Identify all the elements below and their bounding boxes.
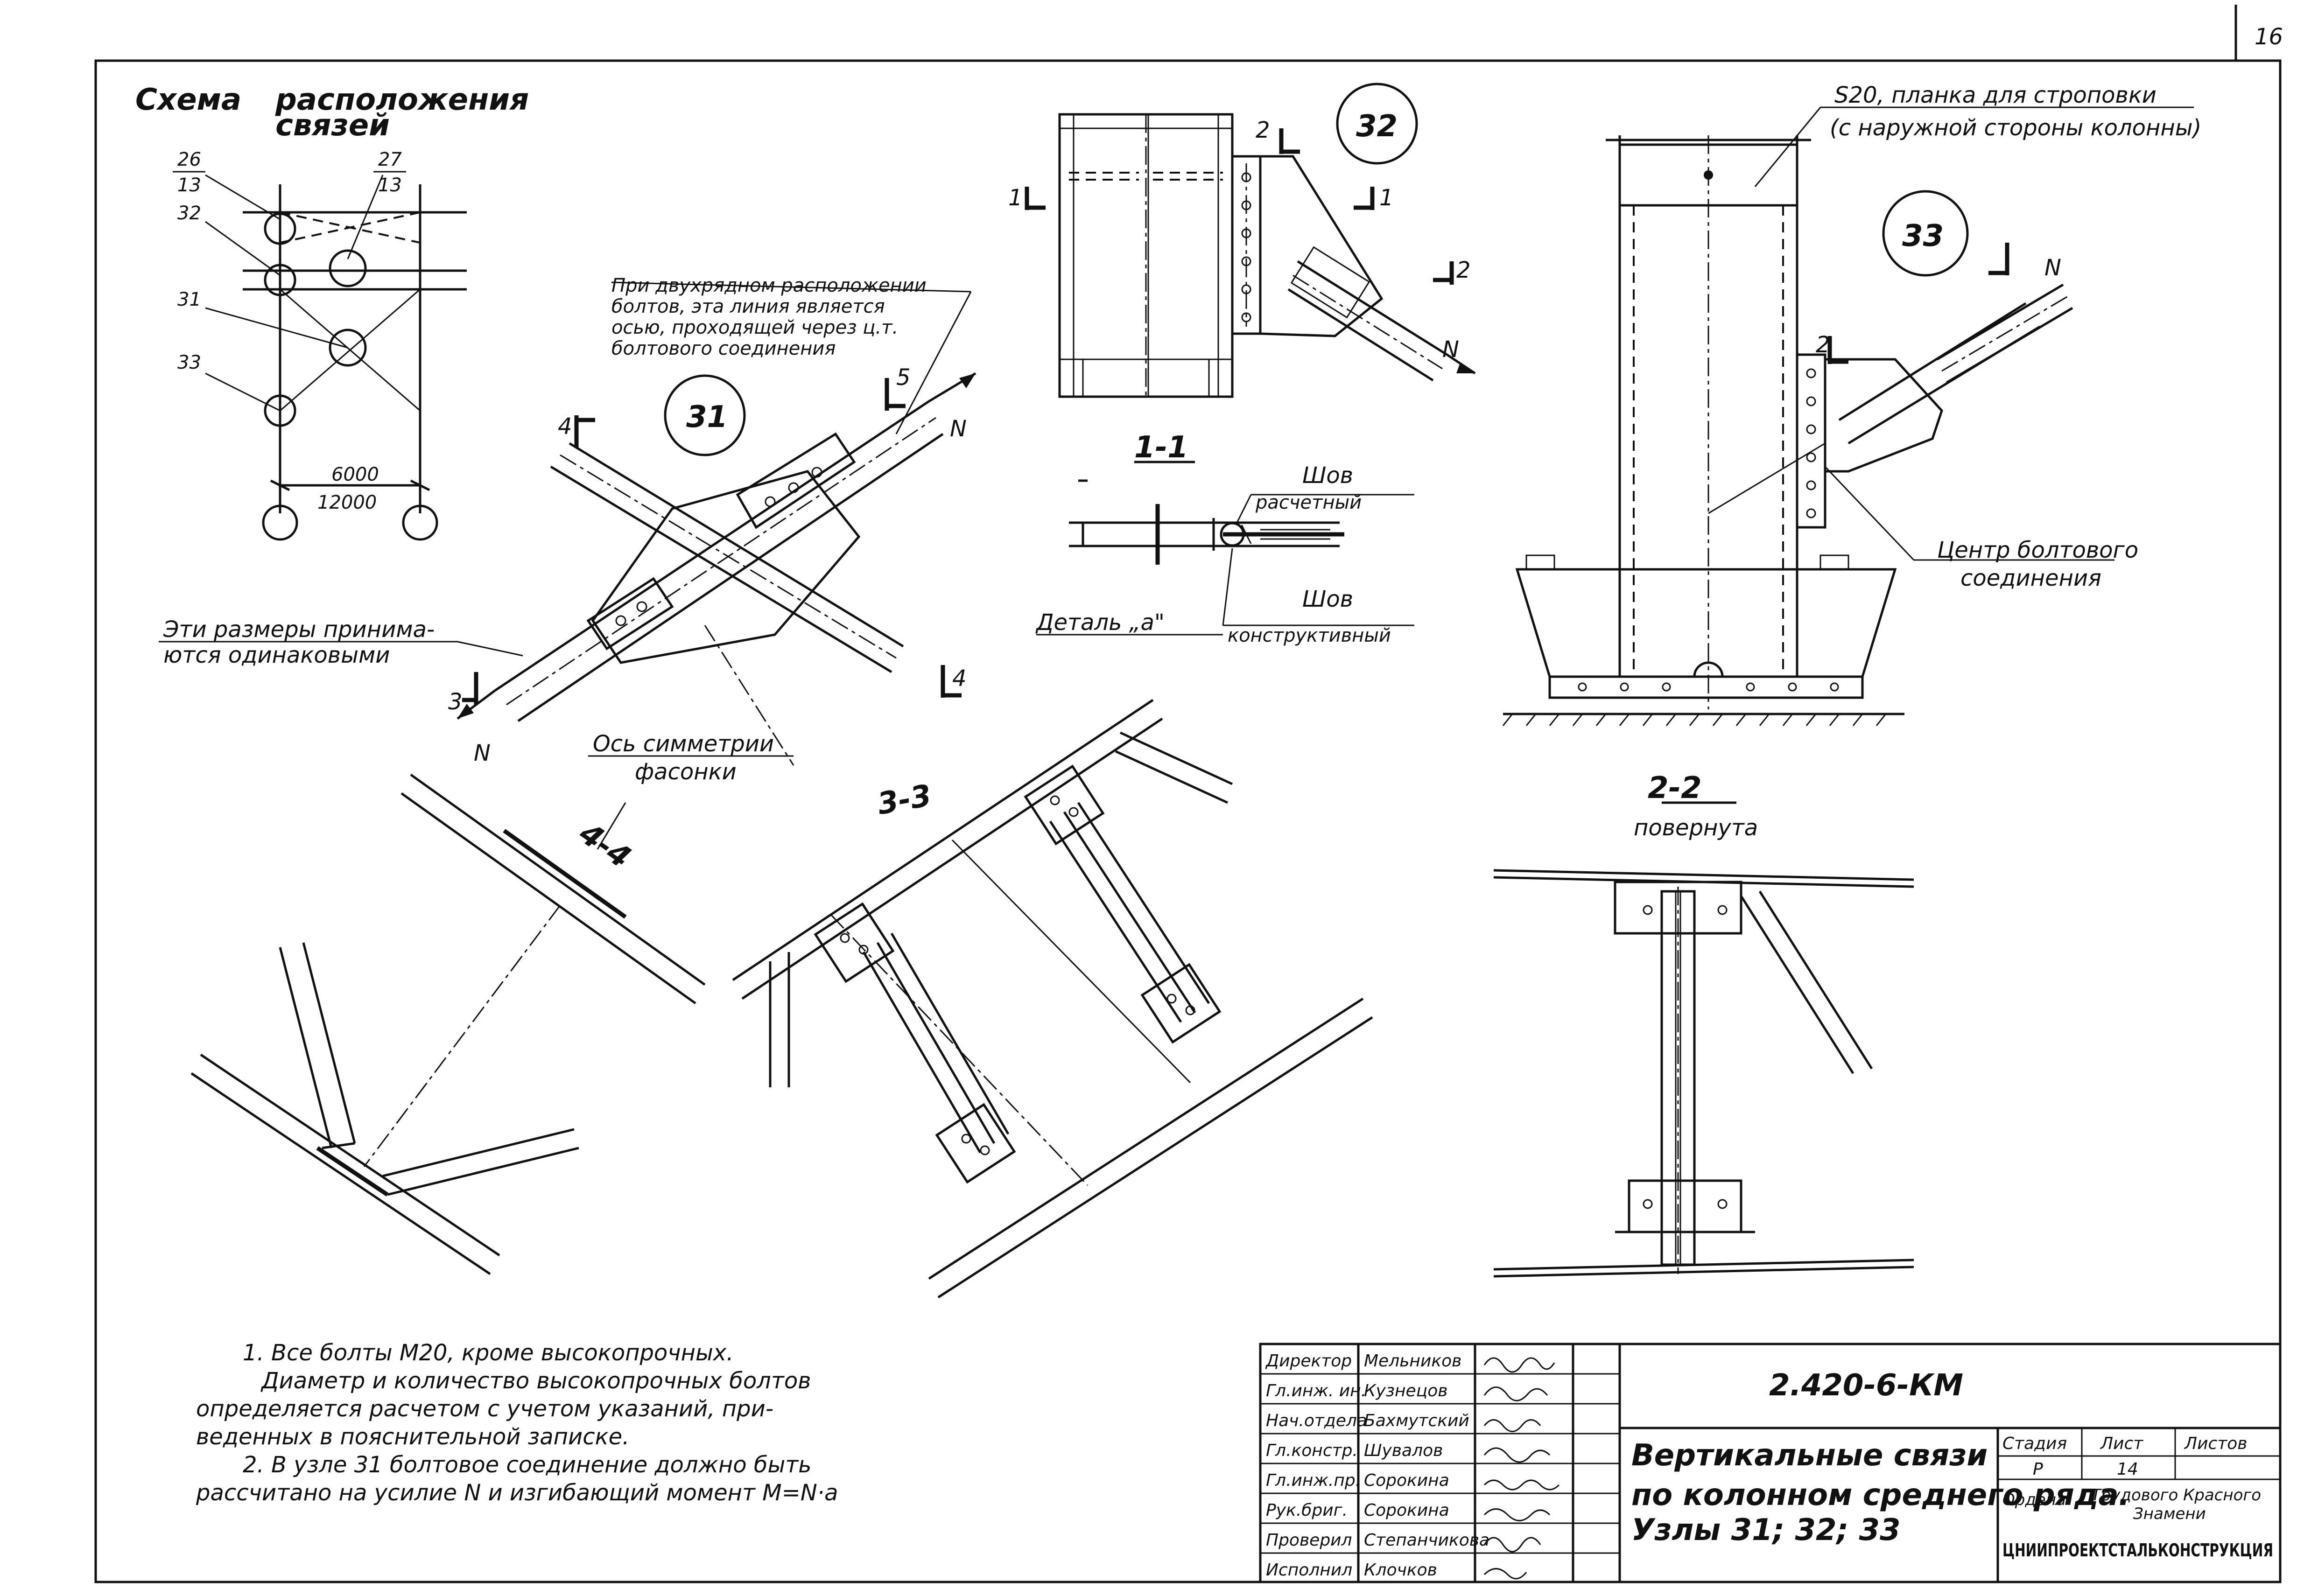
tb-role-8: Исполнил: [1266, 1561, 1352, 1580]
node33-plate-note-line2: (с наружной стороны колонны): [1830, 115, 2201, 141]
marker-31: 31: [177, 289, 201, 310]
section-3-3-drawing: [732, 699, 1373, 1299]
marker-26-den: 13: [177, 175, 201, 196]
sheets-header: Листов: [2184, 1434, 2247, 1453]
marker-26-num: 26: [177, 149, 201, 170]
node31-note-line4: болтового соединения: [611, 338, 836, 359]
node31-force-label-top: N: [950, 416, 967, 442]
org-line1: Ордена: [2002, 1491, 2066, 1509]
section-2-2-title: 2-2: [1648, 771, 1702, 805]
scheme-dim-12000: 12000: [317, 492, 377, 513]
weld-struct-label-line2: конструктивный: [1228, 625, 1391, 646]
weld-struct-label-line1: Шов: [1302, 586, 1353, 612]
node32-drawing: [1025, 83, 1476, 636]
node31-note-line2: болтов, эта линия является: [611, 296, 885, 317]
marker-27-num: 27: [378, 149, 402, 170]
node31-sizes-note-line2: ются одинаковыми: [163, 642, 390, 668]
doc-code: 2.420-6-КМ: [1769, 1368, 1963, 1403]
marker-33: 33: [177, 352, 201, 373]
tb-name-2: Кузнецов: [1364, 1381, 1447, 1400]
node33-force-label: N: [2044, 255, 2061, 281]
scheme-title-line2: расположения: [275, 83, 529, 117]
title-block: [1259, 1343, 2282, 1583]
note-line-5: 2. В узле 31 болтовое соединение должно …: [243, 1452, 812, 1478]
tb-role-3: Нач.отдела: [1266, 1411, 1367, 1430]
tb-role-6: Рук.бриг.: [1266, 1501, 1348, 1520]
tb-role-5: Гл.инж.пр.: [1266, 1471, 1361, 1490]
note-line-2: Диаметр и количество высокопрочных болто…: [260, 1368, 811, 1394]
node31-sizes-note-line1: Эти размеры принима-: [163, 616, 435, 643]
node31-drawing: [159, 281, 976, 766]
org-line2: Трудового Красного: [2091, 1486, 2261, 1505]
node32-force-label: N: [1442, 336, 1459, 363]
node33-cut-label: 2: [1816, 332, 1830, 358]
node33-center-note-line1: Центр болтового: [1937, 537, 2138, 563]
tb-role-1: Директор: [1265, 1351, 1352, 1371]
stage-header: Стадия: [2002, 1434, 2067, 1453]
sheet-value: 14: [2117, 1460, 2138, 1479]
signatures: [1483, 1357, 1560, 1580]
tb-name-5: Сорокина: [1364, 1471, 1449, 1490]
node31-cut-label-5: 5: [896, 364, 911, 391]
doc-title-line1: Вертикальные связи: [1631, 1438, 1988, 1473]
scheme-dim-6000: 6000: [331, 464, 379, 485]
node32-cut-label-2a: 2: [1256, 117, 1270, 143]
tb-name-6: Сорокина: [1364, 1501, 1449, 1520]
doc-title-line3: Узлы 31; 32; 33: [1631, 1513, 1901, 1547]
tb-name-7: Степанчикова: [1364, 1531, 1489, 1550]
notes-block: 1. Все болты М20, кроме высокопрочных. Д…: [196, 1340, 838, 1506]
scheme-title-line1: Схема: [135, 83, 241, 117]
note-line-6: рассчитано на усилие N и изгибающий моме…: [196, 1480, 838, 1506]
node33-center-note-line2: соединения: [1960, 565, 2101, 591]
node31-symmetry-note-line2: фасонки: [635, 759, 737, 785]
scheme-diagram: [205, 174, 467, 541]
marker-32: 32: [177, 203, 201, 224]
section-2-2-subtitle: повернута: [1634, 815, 1758, 841]
detail-a-label: Деталь „а": [1035, 609, 1165, 636]
weld-calc-label-line1: Шов: [1302, 462, 1353, 489]
note-line-1: 1. Все болты М20, кроме высокопрочных.: [243, 1340, 734, 1366]
node31-cut-label-4b: 4: [952, 665, 967, 692]
section-4-4-title: 4-4: [573, 816, 637, 875]
marker-27-den: 13: [378, 175, 402, 196]
scheme-title-line3: связей: [275, 108, 390, 143]
tb-name-4: Шувалов: [1364, 1441, 1443, 1460]
node31-symmetry-note-line1: Ось симметрии: [593, 731, 774, 757]
doc-title-line2: по колонном среднего ряда.: [1631, 1478, 2130, 1512]
tb-name-3: Бахмутский: [1364, 1411, 1469, 1430]
node31-cut-label-3: 3: [448, 689, 463, 715]
sheet-header: Лист: [2100, 1434, 2143, 1453]
org-line3: Знамени: [2133, 1505, 2206, 1523]
node31-force-label-bottom: N: [474, 740, 491, 766]
node32-cut-label-2b: 2: [1456, 257, 1471, 283]
sheet-number: 16: [2255, 24, 2283, 50]
scheme-title: Схема расположения связей: [135, 83, 529, 143]
note-line-3: определяется расчетом с учетом указаний,…: [196, 1396, 773, 1422]
stage-value: Р: [2033, 1460, 2043, 1479]
drawing-frame: [94, 5, 2282, 1583]
node31-note-line1: При двухрядном расположении: [611, 275, 927, 296]
node32-cut-label-1b: 1: [1379, 185, 1394, 211]
tb-role-7: Проверил: [1266, 1531, 1352, 1550]
weld-calc-label-line2: расчетный: [1255, 492, 1362, 513]
node33-drawing: [1502, 106, 2194, 726]
node33-plate-note-line1: S20, планка для строповки: [1834, 82, 2157, 108]
node32-cut-label-1a: 1: [1008, 185, 1023, 211]
tb-name-1: Мельников: [1364, 1351, 1461, 1371]
note-line-4: веденных в пояснительной записке.: [196, 1424, 629, 1450]
node31-note-line3: осью, проходящей через ц.т.: [611, 317, 898, 338]
tb-role-2: Гл.инж. ин.: [1266, 1381, 1366, 1400]
section-2-2-drawing: [1493, 801, 1914, 1278]
section-1-1-title: 1-1: [1134, 430, 1188, 465]
tb-role-4: Гл.констр.: [1266, 1441, 1358, 1460]
node33-label: 33: [1902, 219, 1944, 253]
node31-cut-label-4a: 4: [558, 413, 572, 440]
section-4-4-drawing: [190, 773, 706, 1275]
node32-label: 32: [1356, 109, 1398, 144]
section-3-3-title: 3-3: [875, 778, 934, 822]
org-name: ЦНИИПРОЕКТСТАЛЬКОНСТРУКЦИЯ: [2002, 1540, 2273, 1561]
tb-name-8: Клочков: [1364, 1561, 1437, 1580]
node31-label: 31: [686, 400, 728, 434]
